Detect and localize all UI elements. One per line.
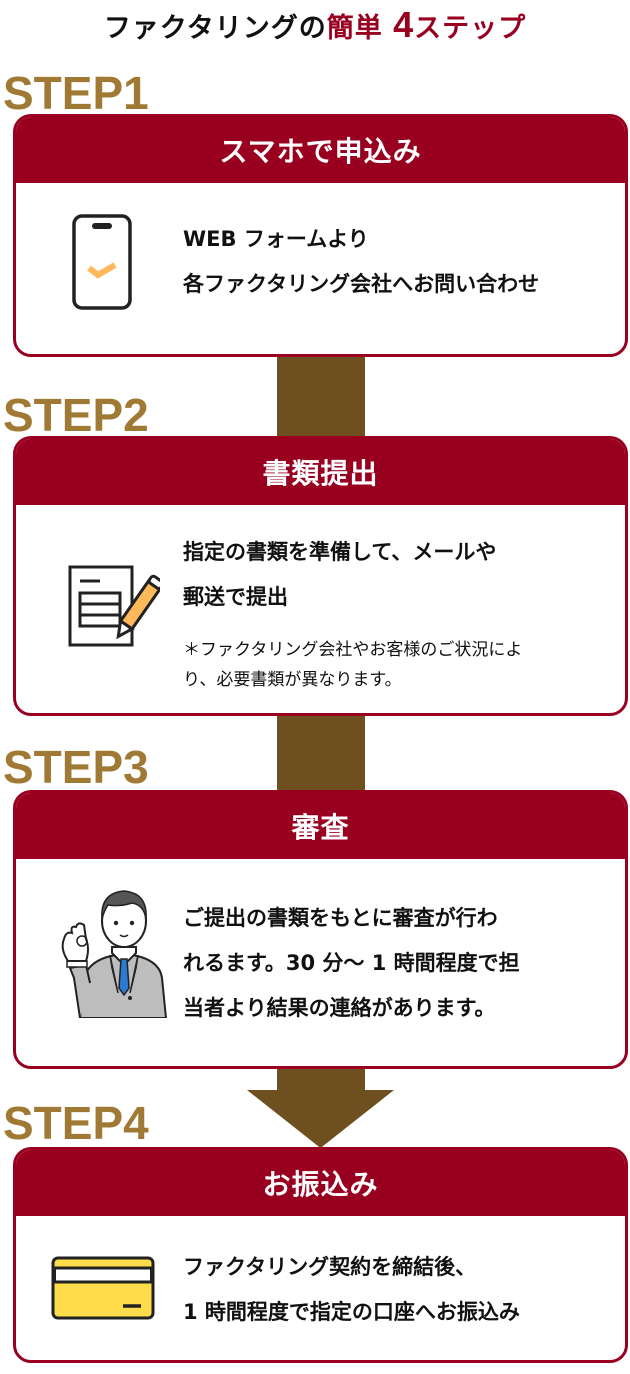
step-label-1: STEP1 [3, 67, 149, 119]
step-heading-3: 審査 [16, 793, 625, 859]
step-heading-1: スマホで申込み [16, 117, 625, 183]
title-suffix: ステップ [414, 13, 527, 44]
step-card-3: 審査 ご提出の書類をもとに審査が行わ れるます [13, 790, 628, 1069]
step-3-description: ご提出の書類をもとに審査が行わ れるます。30 分～ 1 時間程度で担 当者より… [183, 896, 520, 1031]
description-line: ファクタリング契約を締結後、 [183, 1255, 477, 1279]
description-line: 1 時間程度で指定の口座へお振込み [183, 1300, 520, 1324]
step-label-2: STEP2 [3, 389, 149, 441]
title-prefix: ファクタリングの [103, 13, 327, 44]
title-number: 4 [393, 4, 415, 45]
step-heading-4: お振込み [16, 1150, 625, 1216]
credit-card-icon [51, 1256, 155, 1320]
document-pencil-icon [68, 565, 160, 647]
businessman-ok-icon [61, 890, 168, 1018]
step-1-description: WEB フォームより 各ファクタリング会社へお問い合わせ [183, 217, 539, 307]
connector-2-3 [277, 714, 365, 792]
title-accent: 簡単 [326, 13, 383, 44]
step-4-description: ファクタリング契約を締結後、 1 時間程度で指定の口座へお振込み [183, 1245, 520, 1335]
step-card-1: スマホで申込み WEB フォームより 各ファクタリング会社へお問い合わせ [13, 114, 628, 357]
step-heading-2: 書類提出 [16, 439, 625, 505]
description-line: ご提出の書類をもとに審査が行わ [183, 906, 498, 930]
description-line: 指定の書類を準備して、メールや [183, 540, 497, 564]
step-label-4: STEP4 [3, 1097, 149, 1149]
description-line: れるます。30 分～ 1 時間程度で担 [183, 951, 520, 975]
note-line: ＊ファクタリング会社やお客様のご状況によ [183, 640, 523, 660]
step-card-4: お振込み ファクタリング契約を締結後、 1 時間程度で指定の口座へお振込み [13, 1147, 628, 1363]
description-line: 郵送で提出 [183, 585, 288, 609]
step-card-2: 書類提出 指定の書類を準備して、メールや 郵送で提出 ＊ファクタリング会社やお客… [13, 436, 628, 716]
step-label-3: STEP3 [3, 741, 149, 793]
description-line: WEB フォームより [183, 227, 369, 251]
down-arrow-icon [247, 1068, 394, 1148]
step-2-note: ＊ファクタリング会社やお客様のご状況によ り、必要書類が異なります。 [183, 635, 522, 695]
description-line: 各ファクタリング会社へお問い合わせ [183, 272, 540, 296]
description-line: 当者より結果の連絡があります。 [183, 996, 496, 1020]
smartphone-check-icon [72, 214, 132, 310]
page-title: ファクタリングの簡単 4ステップ [0, 4, 630, 46]
note-line: り、必要書類が異なります。 [183, 670, 402, 690]
connector-1-2 [277, 356, 365, 438]
step-2-description: 指定の書類を準備して、メールや 郵送で提出 [183, 530, 496, 620]
